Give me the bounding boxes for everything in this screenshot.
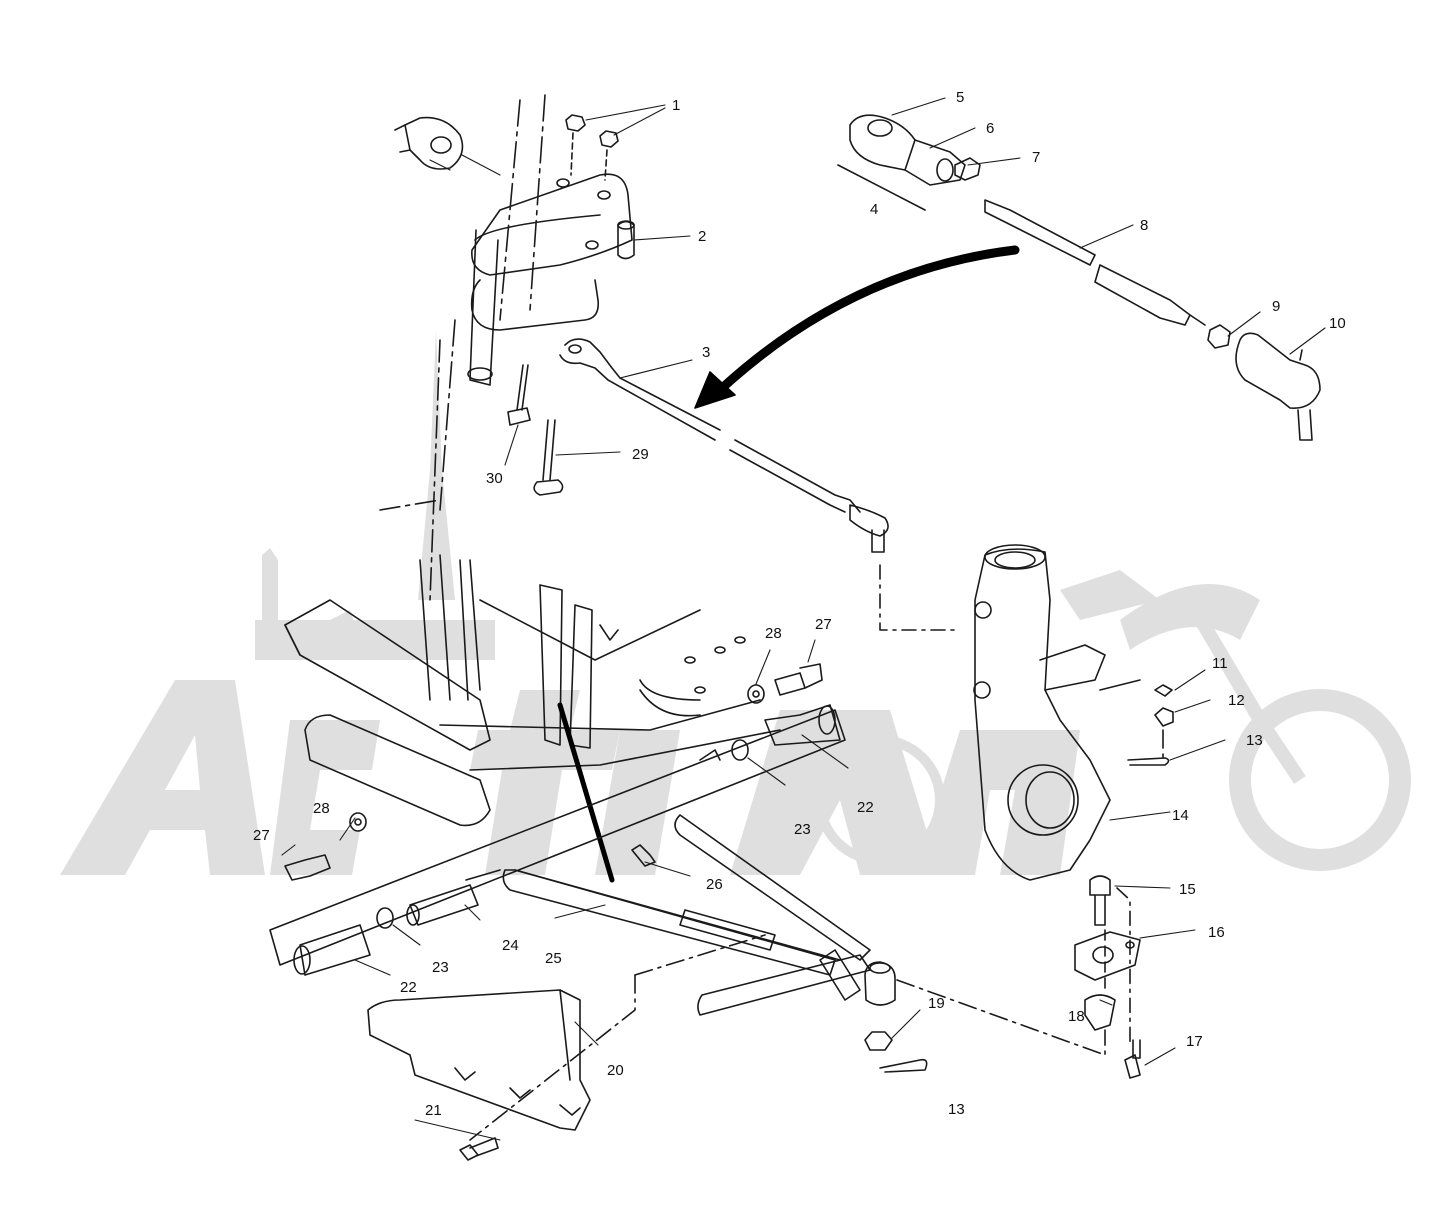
callout-13-lower: 13	[948, 1101, 965, 1118]
part-1-nuts	[565, 114, 619, 181]
spindle	[879, 544, 1111, 881]
callout-4: 4	[870, 201, 878, 218]
callout-8: 8	[1140, 217, 1148, 234]
assembly-lines	[469, 729, 1164, 1141]
callout-1: 1	[672, 97, 680, 114]
callout-23-upper: 23	[794, 821, 811, 838]
callout-5: 5	[956, 89, 964, 106]
callout-22-lower: 22	[400, 979, 417, 996]
upper-rod-end	[394, 116, 464, 170]
callout-26: 26	[706, 876, 723, 893]
callout-18: 18	[1068, 1008, 1085, 1025]
callout-15: 15	[1179, 881, 1196, 898]
callout-6: 6	[986, 120, 994, 137]
callout-22-upper: 22	[857, 799, 874, 816]
callout-14: 14	[1172, 807, 1189, 824]
callout-11: 11	[1212, 655, 1228, 672]
hardware-27-28-right	[747, 663, 823, 704]
callout-12: 12	[1228, 692, 1245, 709]
callout-20: 20	[607, 1062, 624, 1079]
callout-13-upper: 13	[1246, 732, 1263, 749]
grease-fitting	[631, 844, 656, 867]
callout-21: 21	[425, 1102, 442, 1119]
line-art	[269, 94, 1326, 1161]
frame-pointer-line	[557, 702, 615, 883]
callout-19: 19	[928, 995, 945, 1012]
skid-plate	[367, 989, 591, 1131]
tie-rod-exploded	[837, 114, 1321, 441]
frame	[284, 554, 781, 827]
callout-29: 29	[632, 446, 649, 463]
ball-joint	[864, 961, 896, 1051]
hardware-15-18	[1074, 875, 1141, 1079]
watermark	[60, 330, 1411, 875]
a-arm	[269, 709, 871, 1016]
callout-23-lower: 23	[432, 959, 449, 976]
callout-28-left: 28	[313, 800, 330, 817]
leader-lines	[281, 97, 1326, 1141]
callout-28-right: 28	[765, 625, 782, 642]
callout-16: 16	[1208, 924, 1225, 941]
callout-3: 3	[702, 344, 710, 361]
tie-rod-3	[559, 338, 889, 553]
callout-2: 2	[698, 228, 706, 245]
callout-30: 30	[486, 470, 503, 487]
assembly-arrow-head	[694, 371, 736, 409]
hardware-11-12-13	[1099, 679, 1174, 766]
bushings	[293, 704, 841, 976]
callout-27-right: 27	[815, 616, 832, 633]
hardware-27-28-left	[284, 812, 367, 881]
bolt-21	[459, 1137, 499, 1161]
callout-7: 7	[1032, 149, 1040, 166]
callout-27-left: 27	[253, 827, 270, 844]
bolts-29-30	[507, 364, 564, 496]
callout-24: 24	[502, 937, 519, 954]
callout-17: 17	[1186, 1033, 1203, 1050]
cotter-pin-lower	[879, 1058, 928, 1073]
callout-9: 9	[1272, 298, 1280, 315]
assembly-arrow	[715, 245, 1020, 395]
steering-arm-plate	[471, 173, 633, 276]
callout-labels: 1 2 3 4 5 6 7 8 9 10 11 12 13 14 15 16 1…	[253, 89, 1346, 1119]
callout-10: 10	[1329, 315, 1346, 332]
callout-25: 25	[545, 950, 562, 967]
part-2-pin	[617, 220, 635, 260]
steering-post	[379, 94, 600, 601]
